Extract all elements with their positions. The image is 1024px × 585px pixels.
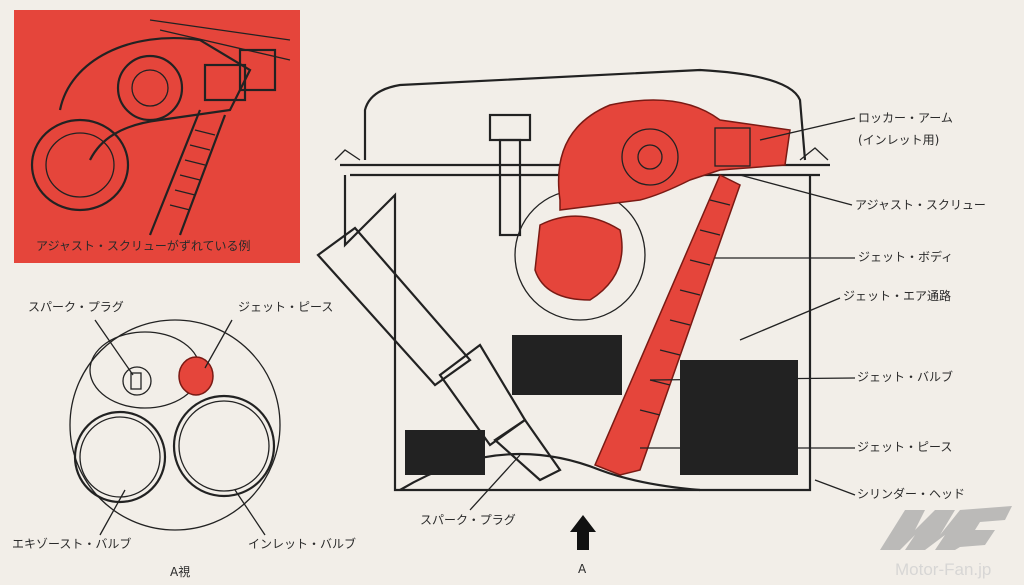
camshaft-lobe [534, 215, 623, 301]
cylinder-head-section: A ロッカー・アーム (インレット用) アジャスト・スクリュー ジェット・ボディ… [316, 68, 986, 576]
jet-piece-label: ジェット・ピース [857, 440, 952, 454]
jet-piece-mark [178, 356, 214, 396]
view-a-inlet-valve-label: インレット・バルブ [248, 536, 356, 551]
inset-panel: アジャスト・スクリューがずれている例 [14, 10, 300, 263]
jet-body [594, 173, 741, 476]
cylinder-head-label: シリンダー・ヘッド [857, 486, 965, 501]
view-a-exhaust-valve-label: エキゾースト・バルブ [12, 536, 131, 551]
rocker-arm-label: ロッカー・アーム [858, 111, 953, 125]
water-jacket [680, 360, 798, 475]
inset-caption: アジャスト・スクリューがずれている例 [36, 238, 251, 253]
view-arrow-icon [570, 515, 596, 550]
mf-logo-icon [880, 506, 1012, 550]
jet-air-passage-label: ジェット・エア通路 [843, 288, 951, 303]
jet-body-label: ジェット・ボディ [858, 249, 953, 264]
view-arrow-label: A [578, 562, 587, 576]
rocker-arm-note: (インレット用) [858, 133, 939, 147]
water-jacket [512, 335, 622, 395]
spark-plug-hole [122, 366, 152, 396]
spark-plug [316, 226, 472, 387]
adjust-screw [714, 127, 751, 167]
jet-valve-label: ジェット・バルブ [857, 369, 953, 384]
spark-plug-label: スパーク・プラグ [420, 513, 516, 527]
adjust-screw-label: アジャスト・スクリュー [855, 198, 986, 212]
water-jacket [405, 430, 485, 475]
view-a-spark-plug-label: スパーク・プラグ [28, 300, 124, 314]
view-a-title: A視 [170, 564, 190, 579]
watermark-site: Motor-Fan.jp [895, 560, 991, 579]
motorfan-watermark: Motor-Fan.jp [880, 506, 1012, 579]
rocker-arm [557, 99, 791, 211]
view-a-jet-piece-label: ジェット・ピース [238, 300, 333, 314]
view-a-diagram: スパーク・プラグ ジェット・ピース エキゾースト・バルブ インレット・バルブ A… [12, 300, 356, 579]
